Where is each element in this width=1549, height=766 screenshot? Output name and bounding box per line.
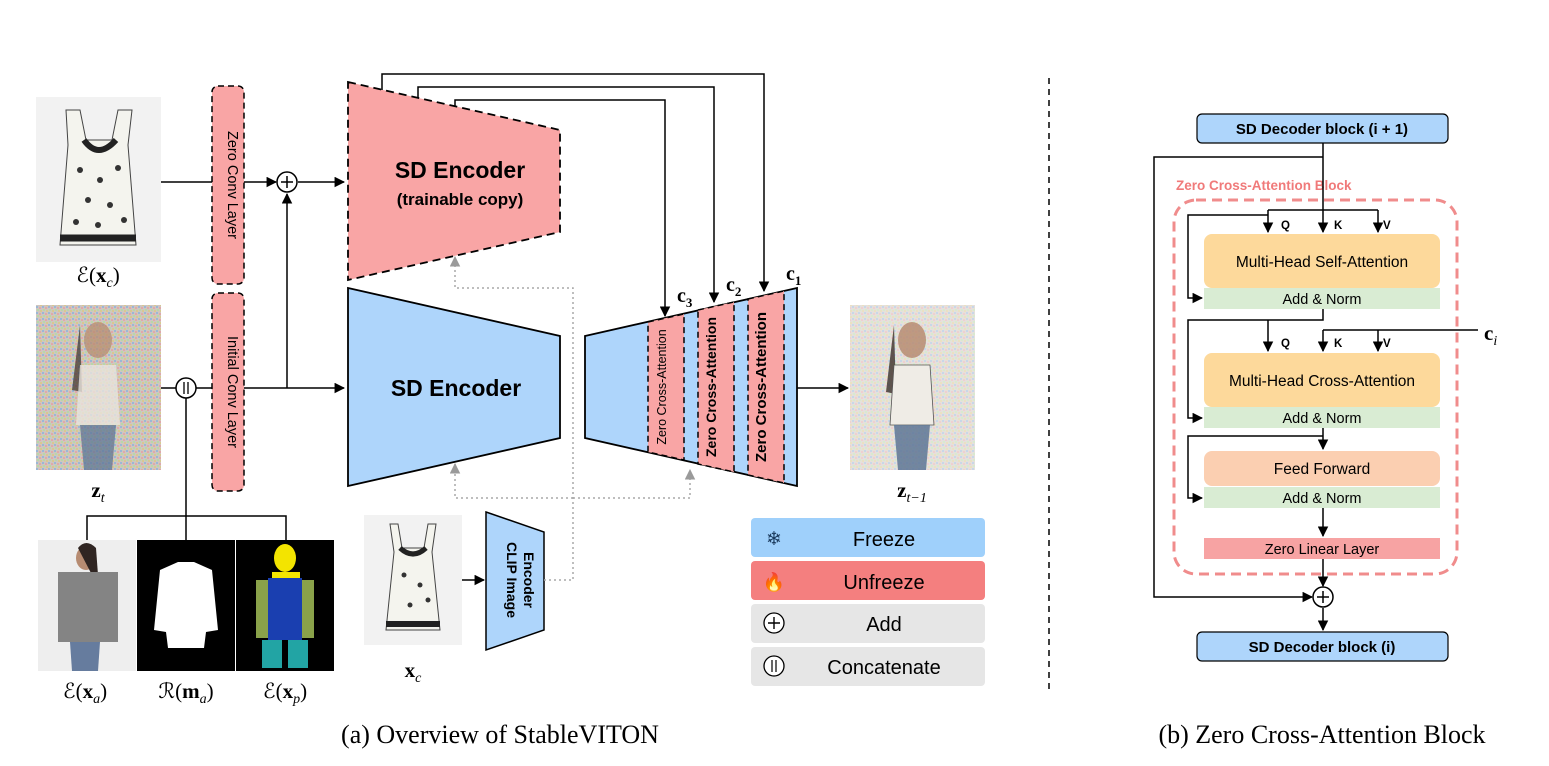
svg-text:Initial Conv Layer: Initial Conv Layer	[224, 336, 240, 448]
legend-concatenate: Concatenate	[751, 647, 985, 686]
clip-image-encoder: CLIP Image Encoder	[485, 510, 545, 652]
label-enc-xc: ℰ(xc)	[76, 263, 119, 291]
svg-text:Add & Norm: Add & Norm	[1283, 292, 1362, 308]
svg-text:SD Encoder: SD Encoder	[391, 375, 521, 401]
svg-text:Q: Q	[1281, 220, 1290, 232]
svg-text:Multi-Head Cross-Attention: Multi-Head Cross-Attention	[1229, 373, 1415, 390]
svg-text:Feed Forward: Feed Forward	[1274, 461, 1370, 478]
clip-conditioning-paths	[449, 255, 696, 581]
label-zt-minus-1: zt−1	[897, 478, 927, 506]
svg-text:Zero Cross-Attention: Zero Cross-Attention	[703, 317, 719, 457]
label-c1: c1	[786, 263, 801, 288]
legend: ❄ Freeze 🔥 Unfreeze Add Concatenate	[751, 518, 985, 686]
initial-conv-layer: Initial Conv Layer	[211, 292, 245, 492]
svg-text:Freeze: Freeze	[853, 529, 915, 551]
svg-text:SD Decoder block (i + 1): SD Decoder block (i + 1)	[1236, 121, 1408, 138]
legend-unfreeze: 🔥 Unfreeze	[751, 561, 985, 600]
concat-node	[175, 377, 197, 399]
sd-decoder-block-bottom: SD Decoder block (i)	[1196, 631, 1449, 662]
svg-text:Add & Norm: Add & Norm	[1283, 411, 1362, 427]
zero-ca-block-3	[647, 313, 685, 461]
label-enc-xp: ℰ(xp)	[263, 679, 307, 707]
mask-image	[137, 540, 235, 671]
agnostic-image	[38, 540, 136, 671]
zca-frame	[1172, 198, 1459, 576]
label-xc: xc	[405, 658, 423, 686]
legend-freeze: ❄ Freeze	[751, 518, 985, 557]
svg-text:SD Decoder block (i): SD Decoder block (i)	[1249, 639, 1396, 656]
snowflake-icon: ❄	[766, 529, 782, 550]
caption-b: (b) Zero Cross-Attention Block	[1158, 720, 1485, 749]
svg-text:CLIP Image: CLIP Image	[504, 542, 520, 618]
sd-decoder: Zero Cross-Attention Zero Cross-Attentio…	[584, 286, 798, 488]
add-node-right	[1312, 586, 1334, 608]
svg-text:Q: Q	[1281, 338, 1290, 350]
label-c2: c2	[726, 274, 741, 299]
densepose-image	[236, 540, 334, 671]
caption-a: (a) Overview of StableVITON	[341, 720, 659, 749]
label-ci: ci	[1484, 321, 1497, 349]
output-zt-minus-1-image	[850, 305, 975, 470]
right-panel-arrows	[1153, 143, 1478, 632]
svg-text:Zero Linear Layer: Zero Linear Layer	[1265, 542, 1380, 558]
add-norm-1: Add & Norm	[1204, 288, 1440, 309]
label-r-ma: ℛ(ma)	[158, 679, 213, 707]
svg-text:SD Encoder: SD Encoder	[395, 157, 525, 183]
sd-encoder-trainable: SD Encoder (trainable copy)	[347, 80, 561, 282]
garment-latent-image	[36, 97, 161, 262]
svg-text:Zero Cross-Attention: Zero Cross-Attention	[655, 329, 669, 444]
self-attention-block: Multi-Head Self-Attention	[1204, 234, 1440, 288]
zero-linear-layer: Zero Linear Layer	[1204, 538, 1440, 559]
zero-conv-layer: Zero Conv Layer	[211, 85, 245, 285]
zero-ca-block-1	[747, 290, 785, 484]
svg-text:Add & Norm: Add & Norm	[1283, 491, 1362, 507]
condition-connectors	[86, 398, 287, 540]
add-node	[276, 171, 298, 193]
label-enc-xa: ℰ(xa)	[63, 679, 107, 707]
legend-add: Add	[751, 604, 985, 643]
svg-text:Zero Conv Layer: Zero Conv Layer	[224, 131, 240, 239]
clip-garment-image	[364, 515, 462, 645]
concat-icon	[763, 655, 785, 677]
add-norm-3: Add & Norm	[1204, 487, 1440, 508]
skip-connections	[381, 73, 770, 318]
label-zt: zt	[91, 478, 105, 506]
svg-text:Encoder: Encoder	[521, 552, 537, 609]
svg-text:Unfreeze: Unfreeze	[843, 572, 924, 594]
svg-text:Concatenate: Concatenate	[827, 657, 940, 679]
zca-title: Zero Cross-Attention Block	[1176, 178, 1352, 193]
noisy-latent-zt-image	[36, 305, 161, 470]
sd-decoder-block-top: SD Decoder block (i + 1)	[1196, 113, 1449, 144]
svg-text:V: V	[1383, 338, 1391, 350]
label-c3: c3	[677, 285, 693, 310]
qkv-labels: Q K V Q K V	[1281, 220, 1391, 350]
feed-forward-block: Feed Forward	[1204, 451, 1440, 486]
svg-text:(trainable copy): (trainable copy)	[397, 190, 524, 209]
add-norm-2: Add & Norm	[1204, 407, 1440, 428]
zero-ca-block-2	[697, 301, 735, 473]
svg-text:K: K	[1334, 220, 1343, 232]
svg-text:Add: Add	[866, 614, 902, 636]
fire-icon: 🔥	[763, 571, 785, 592]
svg-text:Multi-Head Self-Attention: Multi-Head Self-Attention	[1236, 254, 1408, 271]
svg-text:K: K	[1334, 338, 1343, 350]
svg-text:V: V	[1383, 220, 1391, 232]
sd-encoder-frozen: SD Encoder	[347, 286, 561, 488]
cross-attention-block: Multi-Head Cross-Attention	[1204, 353, 1440, 407]
svg-text:Zero Cross-Attention: Zero Cross-Attention	[753, 312, 770, 462]
